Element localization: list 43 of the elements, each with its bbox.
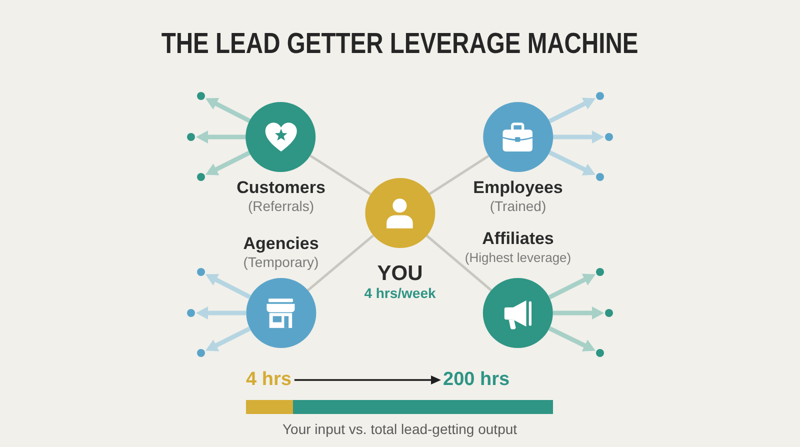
arrow <box>553 130 604 144</box>
hours-per-week-text: 4 hrs/week <box>364 285 436 302</box>
arrow <box>205 326 251 352</box>
endpoint-dot <box>197 349 205 357</box>
hours-value-text: 4 hrs <box>246 369 292 391</box>
bar-caption: Your input vs. total lead-getting output <box>282 421 518 438</box>
arrow <box>548 98 596 124</box>
endpoint-dot <box>197 92 205 100</box>
node-title: Affiliates <box>482 229 554 249</box>
connector-line <box>428 154 490 196</box>
arrow <box>205 150 251 176</box>
endpoint-dot <box>187 309 195 317</box>
node-title: Agencies <box>243 234 319 254</box>
node-subtitle: (Highest leverage) <box>464 249 572 266</box>
endpoint-dot <box>596 268 604 276</box>
endpoint-dot <box>197 268 205 276</box>
hours-value-text: 200 hrs <box>443 369 510 391</box>
node-subtitle: (Temporary) <box>243 254 319 271</box>
arrow <box>548 326 596 352</box>
arrow <box>294 376 441 384</box>
connector-line <box>310 154 372 196</box>
endpoint-dot <box>605 309 613 317</box>
arrow <box>548 150 596 176</box>
node-title: Customers <box>236 178 326 198</box>
endpoint-dot <box>605 133 613 141</box>
node-title: Employees <box>473 178 563 198</box>
diagram-title: THE LEAD GETTER LEVERAGE MACHINE <box>162 28 638 60</box>
arrow <box>205 274 251 300</box>
endpoint-dot <box>187 133 195 141</box>
endpoint-dot <box>596 173 604 181</box>
node-subtitle: (Referrals) <box>248 198 314 215</box>
arrow <box>205 98 251 124</box>
arrow <box>196 306 246 320</box>
arrow <box>548 274 596 300</box>
endpoint-dot <box>596 92 604 100</box>
endpoint-dot <box>596 349 604 357</box>
arrow <box>196 130 246 144</box>
connector-line <box>426 234 492 292</box>
connector-line <box>306 234 374 292</box>
hub-title: YOU <box>377 262 423 285</box>
node-subtitle: (Trained) <box>490 198 546 215</box>
endpoint-dot <box>197 173 205 181</box>
arrow <box>553 306 604 320</box>
